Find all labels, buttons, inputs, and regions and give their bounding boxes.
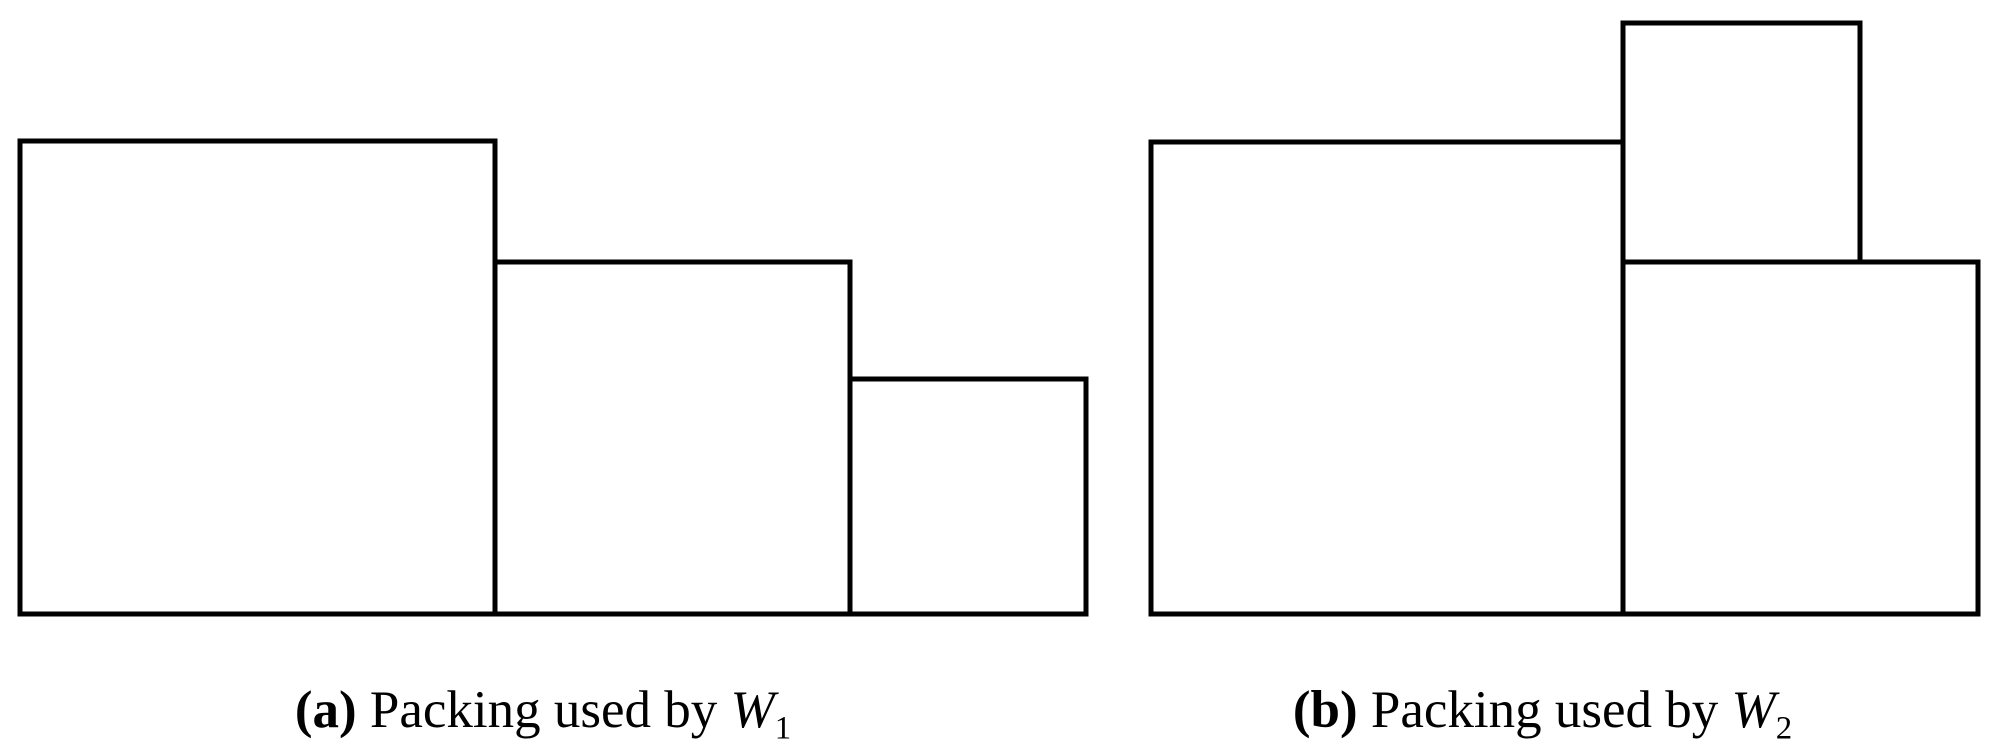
rectangle-group — [17, 20, 1981, 617]
caption-b-subscript: 2 — [1775, 710, 1793, 747]
rect-b-3 — [1620, 259, 1981, 617]
rect-a-3 — [847, 376, 1089, 617]
caption-a-subscript: 1 — [774, 710, 792, 747]
caption-b-variable: W — [1731, 680, 1776, 739]
rect-a-1 — [17, 138, 498, 617]
caption-b-text: Packing used by — [1357, 680, 1732, 739]
rect-b-1 — [1148, 139, 1626, 617]
caption-b-tag: (b) — [1292, 680, 1358, 739]
caption-panel-b: (b) Packing used by W2 — [1086, 680, 1999, 745]
caption-a-text: Packing used by — [356, 680, 731, 739]
rect-a-2 — [492, 259, 853, 617]
rect-b-2 — [1620, 20, 1863, 265]
caption-a-variable: W — [730, 680, 775, 739]
caption-panel-a: (a) Packing used by W1 — [0, 680, 1086, 745]
caption-a-tag: (a) — [294, 680, 357, 739]
